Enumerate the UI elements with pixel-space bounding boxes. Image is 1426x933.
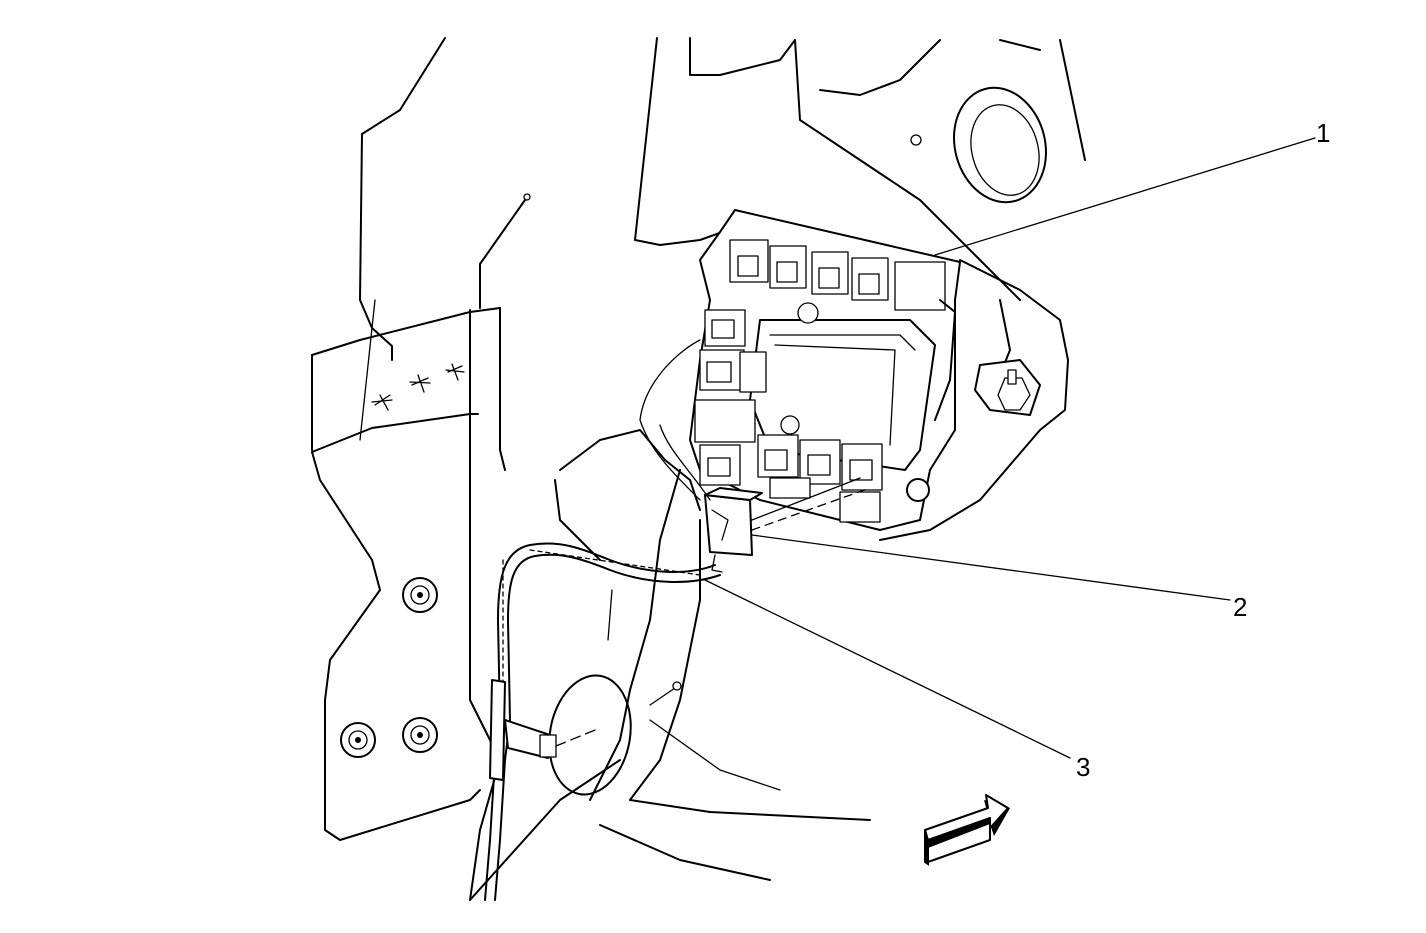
forward-arrow-icon	[924, 794, 1010, 866]
leader-lines	[704, 137, 1316, 759]
relay-row-top	[729, 239, 946, 311]
mounting-stud-nut	[974, 359, 1041, 416]
relay-row-bottom	[694, 399, 883, 523]
body-pillar-panel	[311, 37, 531, 841]
wiring-harness	[484, 339, 723, 901]
callout-label-1: 1	[1316, 118, 1330, 148]
harness-connector	[704, 477, 871, 556]
pillar-bolt	[402, 577, 438, 613]
relay-column-left	[699, 309, 767, 393]
lower-body-structure	[469, 429, 871, 901]
pillar-bolt	[402, 717, 438, 753]
callout-label-2: 2	[1233, 592, 1247, 622]
callout-label-3: 3	[1076, 752, 1090, 782]
control-module	[689, 209, 961, 531]
leader-line-3	[704, 579, 1071, 759]
weld-marks	[371, 363, 465, 411]
pillar-bolt	[340, 722, 376, 758]
leader-line-1	[934, 137, 1316, 256]
leader-line-2	[751, 534, 1231, 601]
